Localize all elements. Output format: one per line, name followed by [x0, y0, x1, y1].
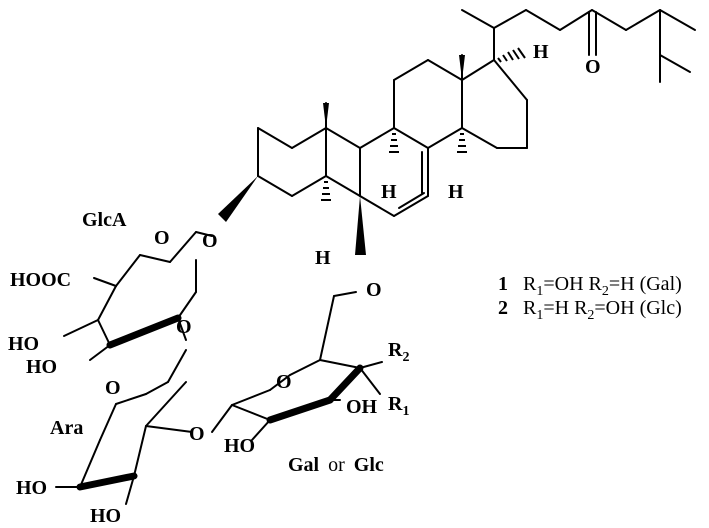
ring-d — [459, 47, 528, 149]
atom-oh-gal: OH — [346, 396, 378, 418]
ring-b — [359, 127, 429, 217]
atom-o-ketone: O — [585, 56, 601, 78]
atom-ho-glca-1: HO — [8, 333, 39, 355]
atom-ho-ara-2: HO — [90, 505, 121, 527]
atom-r1: R1 — [388, 393, 409, 419]
atom-h-c5: H — [315, 247, 331, 269]
atom-o-ara-ring: O — [105, 377, 121, 399]
atom-o-gal-ring: O — [276, 371, 292, 393]
legend-row-2: 2 R1=H R2=OH (Glc) — [498, 297, 682, 323]
sugar-labels: GlcA Ara Gal or Glc — [50, 209, 384, 476]
label-gal-or-glc: Gal or Glc — [288, 454, 384, 476]
atom-o-c3: O — [202, 230, 218, 252]
atom-o-ara-link: O — [176, 316, 192, 338]
atom-ho-gal: HO — [224, 435, 255, 457]
legend: 1 R1=OH R2=H (Gal) 2 R1=H R2=OH (Glc) — [498, 273, 682, 323]
atom-h-c17: H — [533, 41, 549, 63]
atom-h-c9: H — [381, 181, 397, 203]
gal-ring — [211, 291, 383, 441]
label-glca: GlcA — [82, 209, 127, 231]
atom-ho-ara-1: HO — [16, 477, 47, 499]
atom-o-glca-ring: O — [154, 227, 170, 249]
atom-hooc: HOOC — [10, 269, 71, 291]
ara-ring — [55, 349, 193, 505]
side-chain — [461, 9, 696, 83]
atom-o-c6: O — [366, 279, 382, 301]
label-ara: Ara — [50, 417, 83, 439]
atom-h-c14: H — [448, 181, 464, 203]
glca-ring — [63, 231, 213, 361]
atom-r2: R2 — [388, 339, 409, 365]
atom-ho-glca-2: HO — [26, 356, 57, 378]
legend-row-1: 1 R1=OH R2=H (Gal) — [498, 273, 682, 299]
ring-c — [393, 59, 467, 153]
atom-o-gal-link: O — [189, 423, 205, 445]
ring-a — [218, 102, 366, 255]
